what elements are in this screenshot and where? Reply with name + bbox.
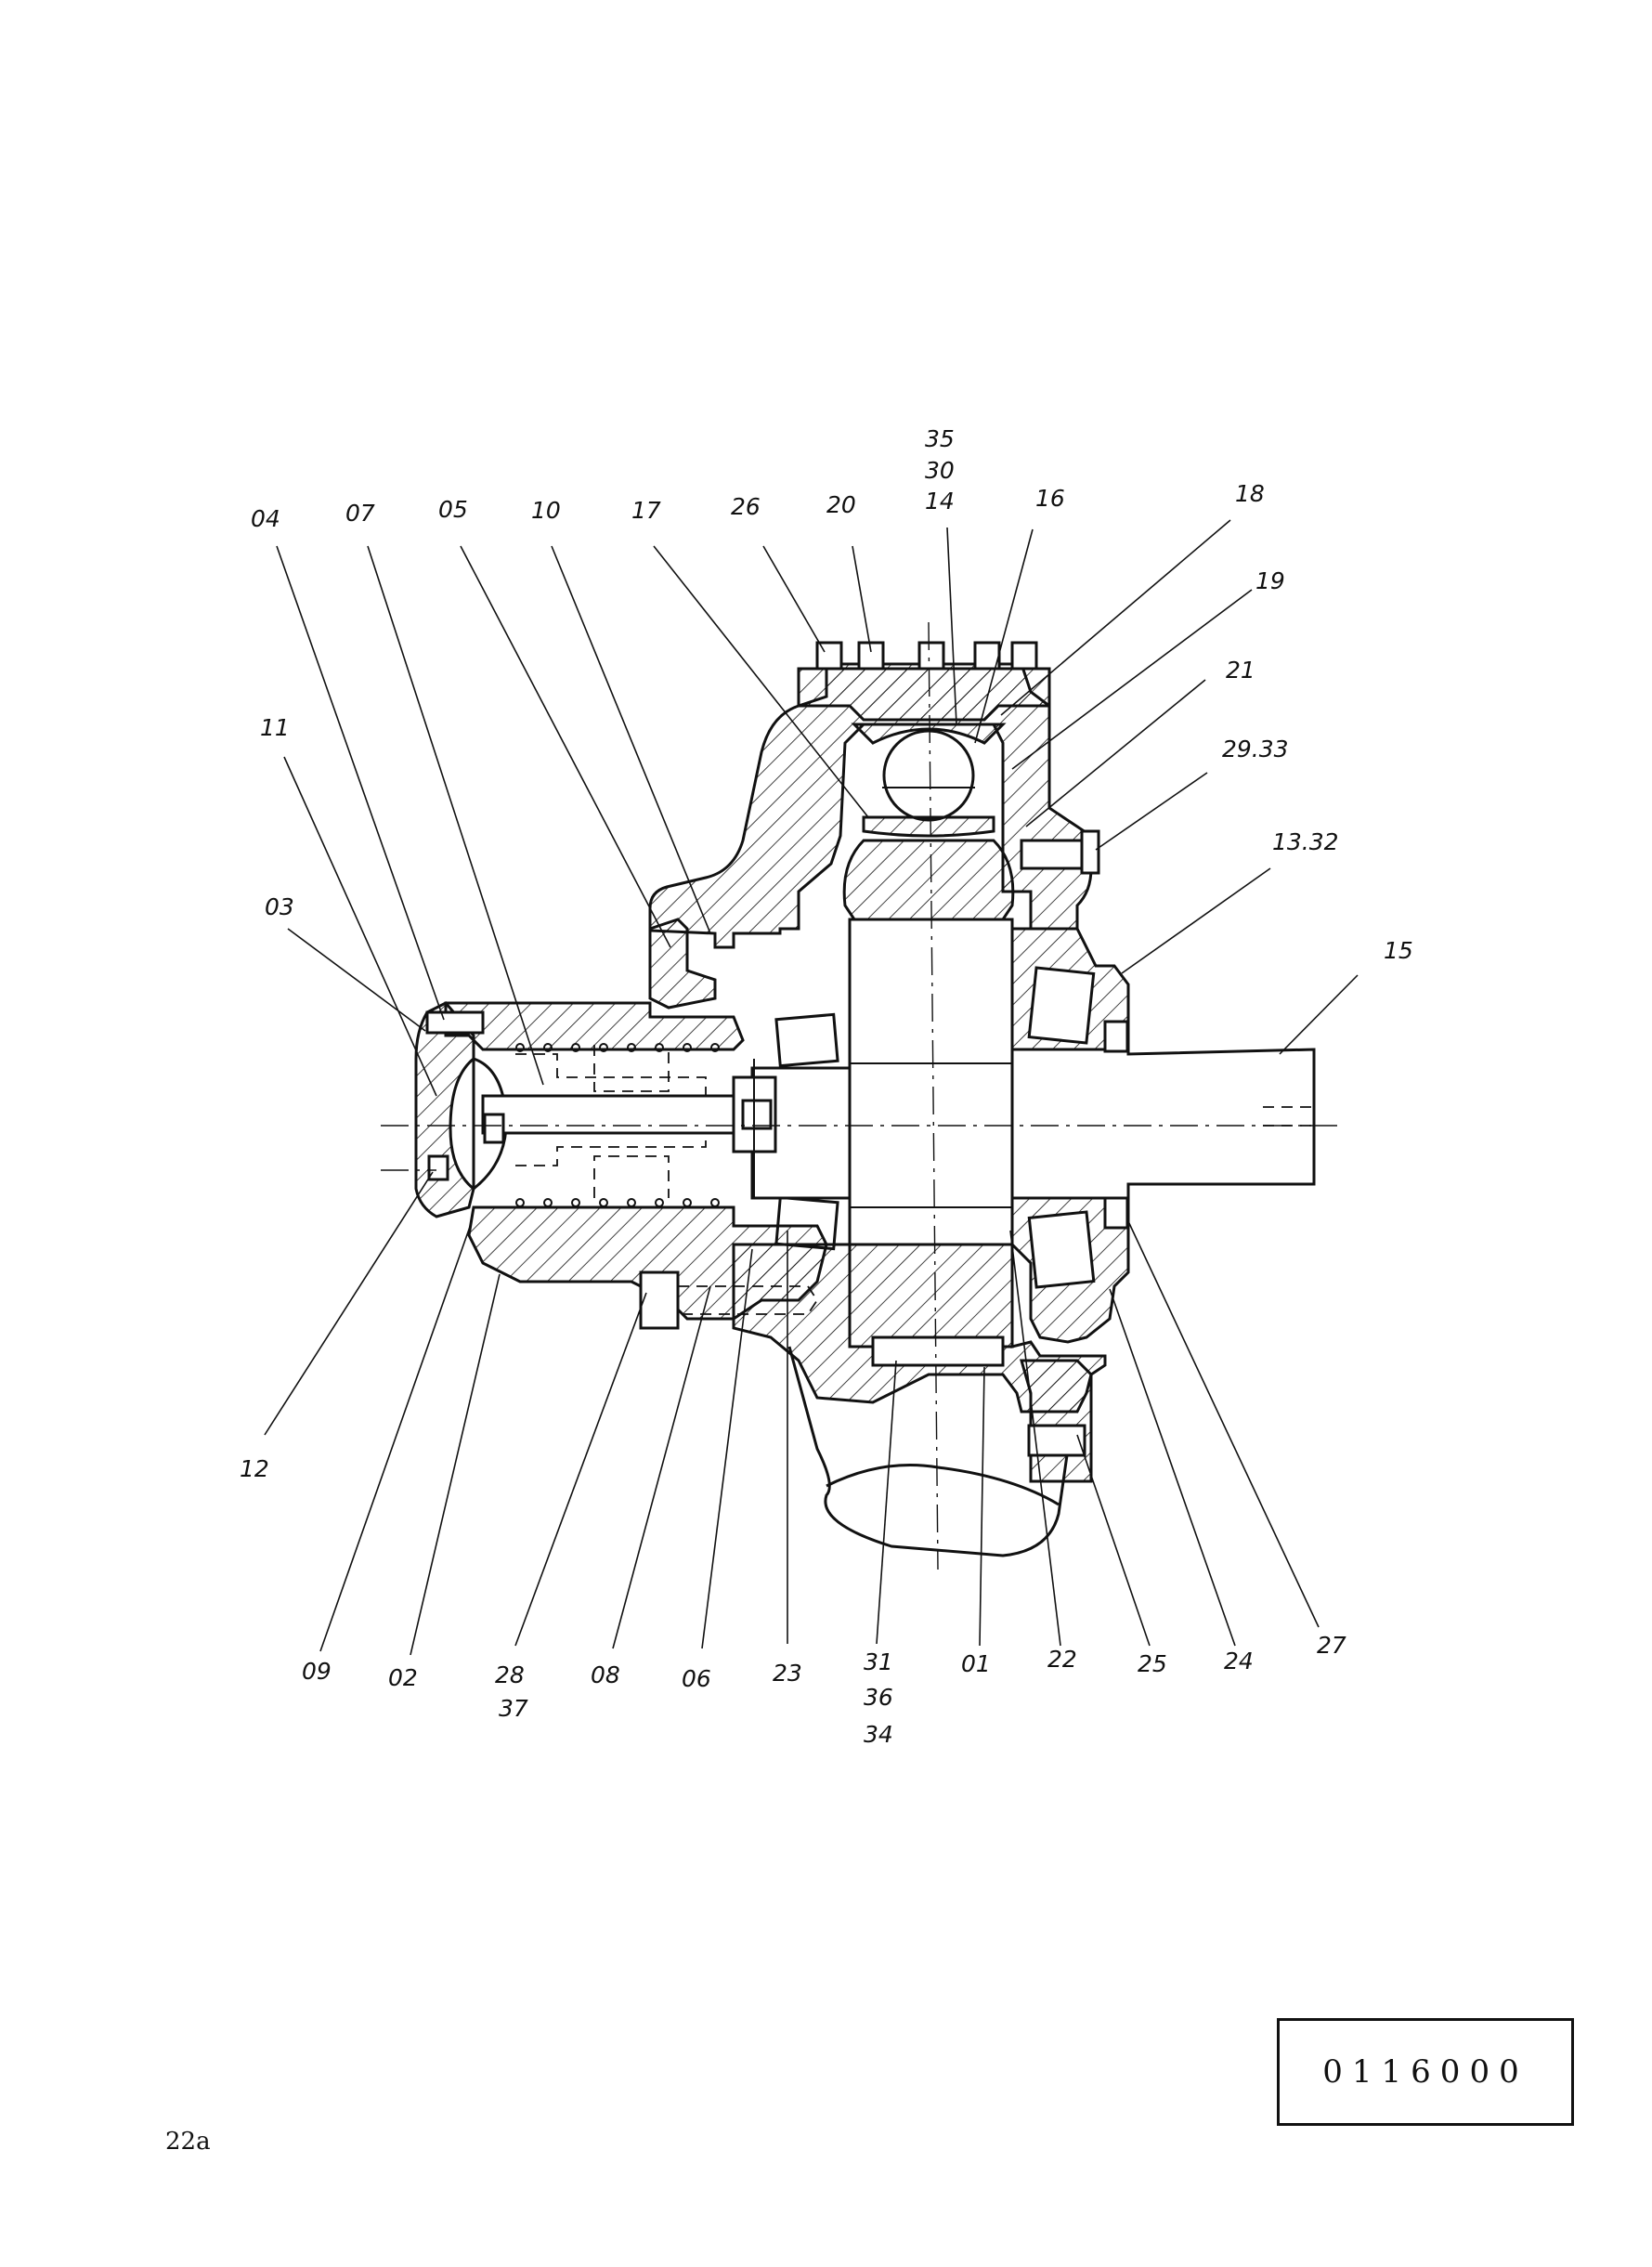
top-bolt-5 [1010,641,1038,671]
label-08: 08 [591,1661,620,1688]
label-14: 14 [925,488,955,515]
cylinder-barrel-upper [444,1001,745,1051]
label-12: 12 [240,1455,269,1482]
lower-port-block [1020,1359,1093,1483]
label-26: 26 [731,493,761,520]
label-21: 21 [1226,657,1255,684]
label-10: 10 [531,497,561,524]
label-13-32: 13.32 [1272,828,1339,855]
spring-lower [515,1138,707,1166]
ball-seat-upper [851,723,1007,745]
label-06: 06 [682,1665,711,1692]
side-plug [1020,839,1088,870]
label-24: 24 [1224,1648,1254,1674]
label-05: 05 [438,496,468,523]
label-23: 23 [773,1660,802,1687]
housing-lower-flange [732,1243,1107,1414]
port-passage [648,918,717,1010]
label-31: 31 [864,1648,893,1675]
label-25: 25 [1138,1650,1167,1677]
top-bolt-3 [917,641,945,671]
label-19: 19 [1255,567,1285,594]
ball-element [882,729,975,822]
label-02: 02 [388,1664,418,1691]
label-28: 28 [495,1661,525,1688]
barrel-fitting [425,1010,485,1035]
label-03: 03 [265,893,294,920]
label-18: 18 [1235,480,1265,507]
lower-bore [871,1335,1005,1367]
assembly-section [381,621,1337,1570]
label-11: 11 [260,714,290,741]
drawing-number: 0116000 [1322,2053,1528,2091]
housing-sump [787,1346,1070,1557]
label-04: 04 [251,505,280,532]
spring-coils [515,1043,720,1207]
side-plug-head [1080,829,1100,875]
label-22: 22 [1047,1646,1077,1673]
lower-port-bolt [1027,1424,1086,1457]
left-bearing-upper [774,1012,839,1068]
spring-upper [515,1053,707,1096]
drain-plug [427,1154,449,1181]
leader-lines [264,519,1359,1656]
valve-coupling-inner [741,1099,773,1130]
output-shaft [1010,1048,1316,1200]
label-17: 17 [631,497,661,524]
label-27: 27 [1317,1632,1346,1659]
label-30: 30 [925,457,955,484]
rod-collar [483,1113,505,1144]
label-07: 07 [345,500,375,527]
label-36: 36 [864,1684,893,1711]
shaft-seal-upper [1103,1020,1129,1053]
label-37: 37 [499,1695,528,1722]
label-16: 16 [1035,485,1065,512]
label-29-33: 29.33 [1222,736,1289,762]
shaft-seal-lower [1103,1196,1129,1230]
page-reference: 22a [165,2128,211,2156]
label-01: 01 [961,1650,991,1677]
label-20: 20 [826,491,856,518]
vertical-centerline [928,621,939,1570]
piston-rod [481,1094,754,1135]
label-09: 09 [302,1658,332,1685]
label-34: 34 [864,1721,893,1748]
ball-seat-lower [862,815,995,838]
cap-screw [639,1270,680,1330]
crank-web [842,839,1015,921]
part-labels: 04 07 05 10 17 26 20 35 30 14 16 18 19 2… [240,425,1413,1748]
right-bearing-lower [1027,1210,1096,1289]
label-35: 35 [925,425,955,452]
right-bearing-upper [1027,966,1096,1045]
drawing-number-box: 0116000 [1277,2018,1574,2126]
top-cover [797,667,1051,722]
cylinder-barrel-lower [467,1205,828,1321]
top-bolt-2 [857,641,885,671]
label-15: 15 [1384,937,1413,964]
